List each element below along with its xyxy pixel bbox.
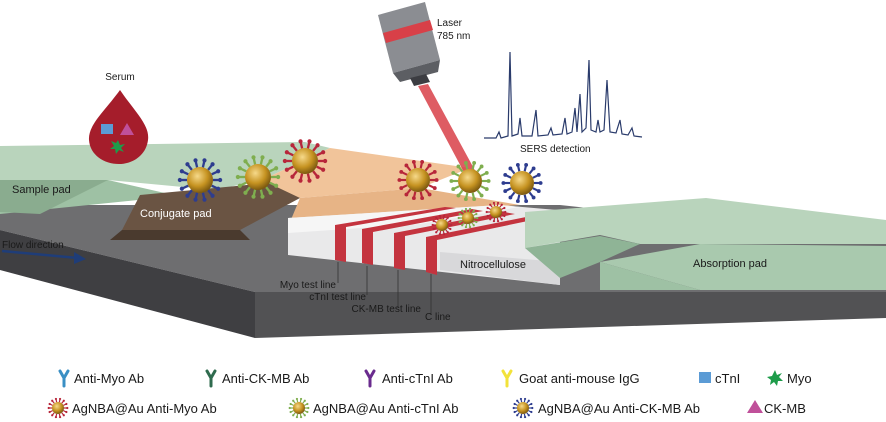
legend: Anti-Myo Ab Anti-CK-MB Ab Anti-cTnI Ab G… <box>47 369 812 419</box>
anti-ckmb-ab-icon <box>205 369 217 388</box>
legend-anti-ctni-ab: Anti-cTnI Ab <box>382 371 453 386</box>
flow-direction-arrow <box>1 249 86 264</box>
legend-np-ctni: AgNBA@Au Anti-cTnI Ab <box>313 401 458 416</box>
absorption-pad-label: Absorption pad <box>693 258 767 270</box>
ckmb-triangle-icon <box>120 123 134 135</box>
nanoparticle-core <box>288 397 310 419</box>
legend-myo: Myo <box>787 371 812 386</box>
gold-nanoparticle <box>449 160 491 202</box>
nitrocellulose-membrane <box>288 205 580 285</box>
gold-nanoparticle <box>235 155 281 199</box>
myo-test-line <box>335 207 456 262</box>
anti-ctni-ab-icon <box>364 369 376 388</box>
nanoparticle-core <box>512 397 534 419</box>
gold-nanoparticle <box>431 214 453 236</box>
legend-np-ckmb: AgNBA@Au Anti-CK-MB Ab <box>538 401 700 416</box>
legend-np-myo: AgNBA@Au Anti-Myo Ab <box>72 401 217 416</box>
sers-spectrum <box>484 51 643 139</box>
serum-label: Serum <box>105 72 134 83</box>
nitrocellulose-label: Nitrocellulose <box>460 259 526 271</box>
laser-label: Laser <box>437 18 463 29</box>
myo-test-line-label: Myo test line <box>280 280 337 291</box>
myo-star-icon <box>110 140 125 154</box>
gold-nanoparticle <box>485 201 507 223</box>
legend-ctni-square-icon <box>699 372 711 383</box>
nanoparticle-myo-icon <box>47 397 69 419</box>
legend-ckmb-triangle-icon <box>747 400 763 413</box>
ckmb-test-line <box>394 212 515 270</box>
absorption-pad <box>525 198 886 290</box>
laser-wavelength-label: 785 nm <box>437 31 470 42</box>
legend-ctni: cTnI <box>715 371 740 386</box>
sers-detection-label: SERS detection <box>520 144 591 155</box>
nanoparticle-core <box>47 397 69 419</box>
conjugate-pad-label: Conjugate pad <box>140 208 212 220</box>
nanoparticle-ckmb-icon <box>512 397 534 419</box>
gold-nanoparticle <box>177 158 223 202</box>
goat-igg-icon <box>501 369 513 388</box>
test-line-leaders <box>337 262 432 314</box>
legend-anti-myo-ab: Anti-Myo Ab <box>74 371 144 386</box>
legend-ckmb: CK-MB <box>764 401 806 416</box>
laser-device <box>378 2 478 176</box>
ctni-test-line-label: cTnI test line <box>309 292 366 303</box>
sample-pad-label: Sample pad <box>12 184 71 196</box>
c-line-label: C line <box>425 312 451 323</box>
gold-nanoparticle <box>282 139 328 183</box>
gold-nanoparticle <box>397 159 439 201</box>
gold-nanoparticle <box>501 162 543 204</box>
ckmb-test-line-label: CK-MB test line <box>352 304 422 315</box>
nanoparticle-ctni-icon <box>288 397 310 419</box>
c-line <box>426 215 547 275</box>
flow-direction-label: Flow direction <box>2 240 64 251</box>
legend-anti-ckmb-ab: Anti-CK-MB Ab <box>222 371 309 386</box>
ctni-square-icon <box>101 124 113 134</box>
legend-myo-star-icon <box>767 370 783 386</box>
laser-beam <box>418 84 478 176</box>
serum-drop <box>88 90 149 164</box>
nanoparticles-layer <box>177 139 543 236</box>
ctni-test-line <box>362 209 483 265</box>
anti-myo-ab-icon <box>58 369 70 388</box>
legend-goat-igg: Goat anti-mouse IgG <box>519 371 640 386</box>
gold-nanoparticle <box>457 207 479 229</box>
